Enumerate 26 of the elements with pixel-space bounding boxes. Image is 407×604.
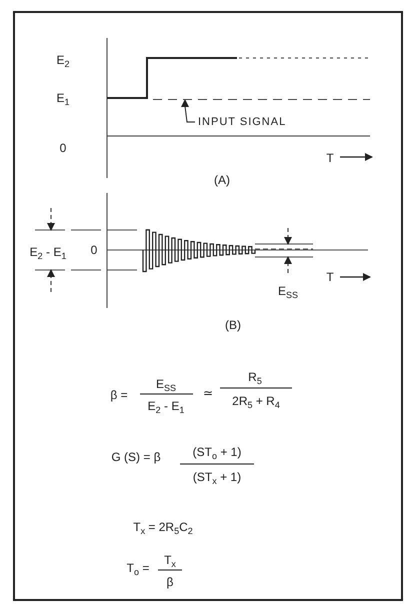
axis-label: E$_{2}$ bbox=[56, 53, 70, 67]
equation-text: T$_{o}$ = bbox=[126, 561, 150, 575]
dimension-label: E$_{SS}$ bbox=[278, 284, 298, 298]
equation-text: T$_{x}$ = 2R$_{5}$C$_{2}$ bbox=[133, 520, 193, 534]
equation-text: (ST$_{x}$ + 1) bbox=[192, 470, 242, 484]
dimension-label: E$_{2}$ - E$_{1}$ bbox=[30, 245, 66, 259]
equation-text: ≃ bbox=[203, 386, 213, 400]
equation-text: 2R$_{5}$ + R$_{4}$ bbox=[232, 394, 280, 408]
equation-text: E$_{2}$ - E$_{1}$ bbox=[148, 399, 184, 413]
axis-label: T bbox=[326, 151, 334, 165]
leader-line bbox=[181, 99, 196, 122]
panel-label: (B) bbox=[225, 318, 241, 332]
signal-label: INPUT SIGNAL bbox=[198, 115, 286, 129]
panel-label: (A) bbox=[214, 173, 230, 187]
equation-text: T$_{x}$ bbox=[164, 553, 176, 567]
equation-text: R$_{5}$ bbox=[248, 370, 262, 384]
dashed-line bbox=[153, 98, 370, 100]
equation-text: E$_{SS}$ bbox=[156, 377, 176, 391]
equation-text: β = bbox=[110, 388, 128, 402]
equation-text: β bbox=[166, 575, 174, 589]
axis-label: E$_{1}$ bbox=[56, 91, 70, 105]
axis-label: 0 bbox=[60, 141, 66, 155]
axis-label: T bbox=[326, 270, 334, 284]
equation-text: G (S) = β bbox=[111, 450, 161, 464]
equation-text: (ST$_{o}$ + 1) bbox=[192, 445, 242, 459]
axis-label: 0 bbox=[90, 243, 98, 257]
